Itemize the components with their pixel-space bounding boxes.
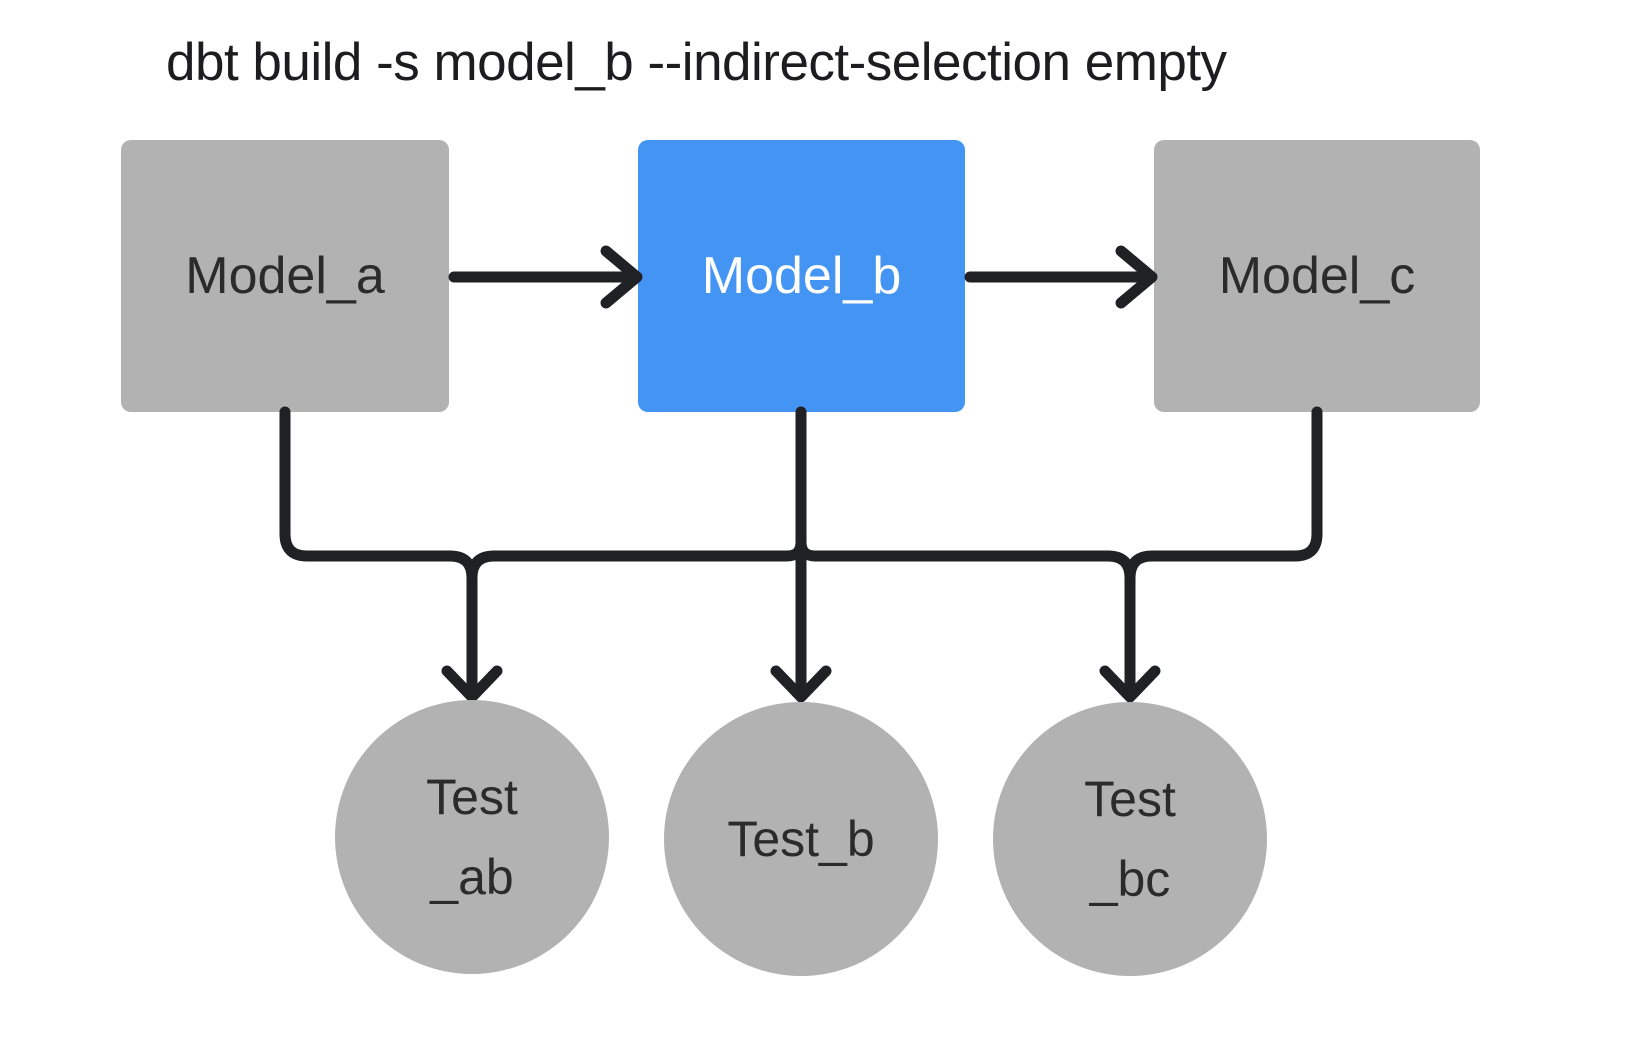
node-test-ab-label-line2: _ab [430,849,514,905]
arrowhead-right-model-c-icon [1115,245,1158,309]
node-test-bc-label-line2: _bc [1089,851,1171,907]
edge-model-a-to-test-ab [279,406,478,699]
node-model-c: Model_c [1154,140,1480,412]
node-model-a-label: Model_a [185,247,385,305]
edge-model-c-to-test-bc [1124,406,1323,699]
node-test-ab: Test _ab [335,700,609,974]
node-test-b-label-line1: Test_b [727,811,875,867]
node-test-ab-label-line1: Test [426,769,518,825]
arrowhead-down-test-ab-icon [441,665,503,703]
arrowhead-right-model-b-icon [600,245,643,309]
edge-model-b-to-test-ab [466,536,807,584]
arrowhead-down-test-b-icon [770,665,832,703]
arrowhead-down-test-bc-icon [1099,665,1161,703]
node-model-b-selected: Model_b [638,140,965,412]
node-model-b-label: Model_b [701,247,902,305]
diagram-title: dbt build -s model_b --indirect-selectio… [166,33,1227,92]
node-test-bc: Test _bc [993,702,1267,976]
edge-model-b-to-test-bc [795,536,1136,584]
node-model-a: Model_a [121,140,449,412]
node-test-b: Test_b [664,702,938,976]
node-model-c-label: Model_c [1218,247,1416,305]
node-test-bc-label-line1: Test [1084,771,1176,827]
